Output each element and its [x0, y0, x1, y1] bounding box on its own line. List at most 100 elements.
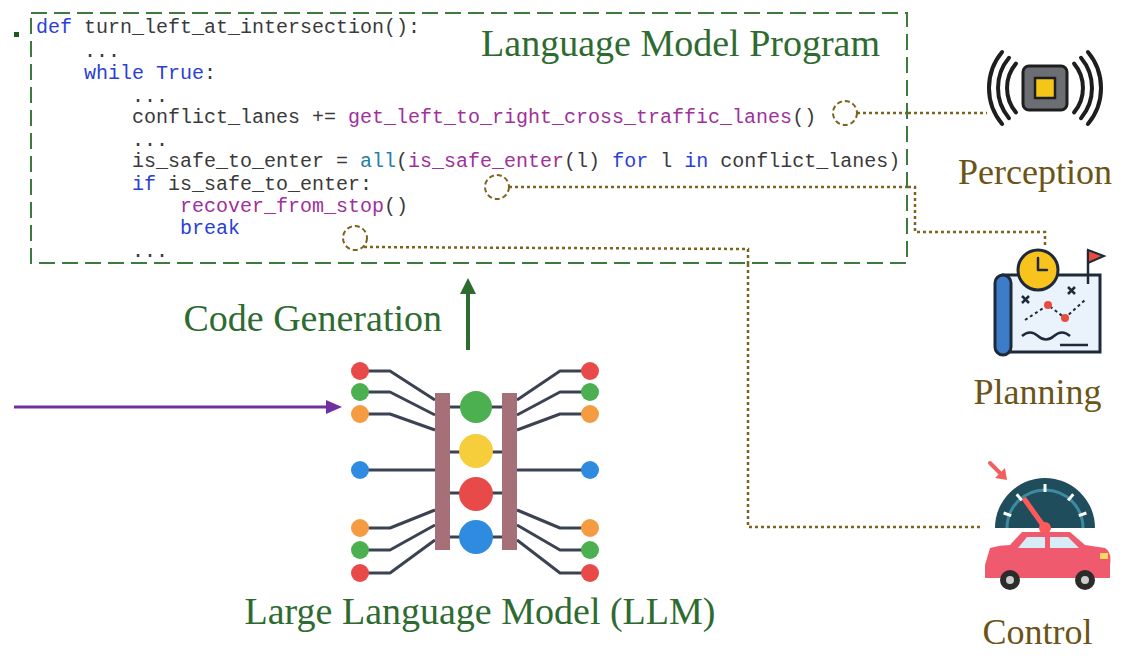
corner-mark: [14, 32, 19, 37]
code-token: recover_from_stop: [180, 195, 384, 218]
dashed-frame: [31, 13, 907, 263]
neural-network-icon: [351, 362, 599, 582]
code-token: is_safe_to_enter =: [132, 150, 360, 173]
code-token: conflict_lanes): [708, 150, 900, 173]
speedometer-icon: [995, 468, 1007, 480]
arrow-connector: [466, 294, 470, 350]
code-line: is_safe_to_enter = all(is_safe_enter(l) …: [132, 151, 900, 173]
car-icon: [1006, 576, 1014, 584]
code-token: (l): [564, 150, 612, 173]
module-block: Control: [955, 465, 1120, 655]
neural-network-icon: [351, 541, 369, 559]
car-icon: [985, 532, 1110, 578]
code-line: ...: [132, 86, 168, 108]
neural-network-icon: [517, 371, 582, 400]
planning-map-icon: [995, 250, 1104, 355]
neural-network-icon: [581, 519, 599, 537]
neural-network-icon: [517, 510, 582, 528]
planning-map-icon: [995, 275, 1011, 355]
code-line: conflict_lanes += get_left_to_right_cros…: [132, 107, 816, 129]
code-line: ...: [132, 130, 168, 152]
planning-map-icon: [1038, 258, 1047, 270]
sensor-icon: [1023, 66, 1067, 110]
neural-network-icon: [517, 392, 582, 415]
link-marker: [343, 226, 367, 250]
neural-network-icon: [351, 362, 369, 380]
edge-label: Code Generation: [183, 296, 442, 340]
neural-network-icon: [581, 383, 599, 401]
neural-network-icon: [517, 540, 582, 573]
program-box: Language Model Program def turn_left_at_i…: [30, 12, 908, 264]
neural-network-icon: [351, 519, 369, 537]
link-marker: [364, 247, 748, 264]
code-token: [144, 62, 156, 85]
code-token: l: [648, 150, 684, 173]
code-line: recover_from_stop(): [180, 196, 408, 218]
neural-network-icon: [351, 405, 369, 423]
neural-network-icon: [368, 540, 435, 573]
neural-network-icon: [581, 362, 599, 380]
code-line: ...: [132, 241, 168, 263]
module-block: Perception: [950, 28, 1120, 196]
neural-network-icon: [517, 469, 582, 472]
planning-map-icon: [1088, 250, 1104, 263]
planning-map-icon: [1022, 333, 1070, 340]
sensor-icon: [1074, 64, 1083, 113]
car-icon: [1018, 537, 1045, 548]
code-line: break: [180, 218, 240, 240]
code-line: while True:: [84, 63, 216, 85]
model-block: Large Language Model (LLM): [225, 352, 735, 637]
code-token: True: [156, 62, 204, 85]
speedometer-icon: [990, 463, 1001, 474]
neural-network-icon: [368, 510, 435, 528]
car-icon: [985, 532, 1110, 590]
car-icon: [1100, 553, 1108, 559]
neural-network-icon: [368, 371, 582, 573]
neural-network-icon: [459, 434, 493, 468]
code-token: is_safe_to_enter:: [156, 173, 372, 196]
neural-network-icon: [368, 371, 435, 400]
code-token: (): [384, 195, 408, 218]
code-token: conflict_lanes +=: [132, 106, 348, 129]
code-token: (: [396, 150, 408, 173]
code-line: def turn_left_at_intersection():: [36, 17, 420, 39]
code-token: break: [180, 217, 240, 240]
neural-network-icon: [368, 469, 435, 472]
module-label: Large Language Model (LLM): [225, 589, 735, 633]
sensor-icon: [1007, 64, 1016, 113]
neural-network-icon: [351, 461, 369, 479]
code-token: turn_left_at_intersection():: [72, 16, 420, 39]
code-token: if: [132, 173, 156, 196]
input-arrow: [14, 400, 342, 414]
neural-network-icon: [459, 520, 493, 554]
sensor-icon: [998, 58, 1009, 118]
neural-network-icon: [460, 391, 492, 423]
car-icon: [1075, 570, 1095, 590]
module-label: Perception: [950, 151, 1120, 193]
code-token: while: [84, 62, 144, 85]
speedometer-icon: [1004, 484, 1087, 516]
link-marker: [343, 101, 908, 264]
code-token: ...: [84, 40, 120, 63]
planning-map-icon: [1018, 250, 1058, 290]
code-token: for: [612, 150, 648, 173]
module-label: Planning: [955, 371, 1120, 413]
sensor-icon: [989, 52, 1101, 124]
code-token: (): [792, 106, 816, 129]
neural-network-icon: [517, 414, 582, 430]
code-token: ...: [132, 85, 168, 108]
link-marker: [857, 112, 908, 115]
code-token: ...: [132, 129, 168, 152]
program-title: Language Model Program: [481, 21, 880, 65]
input-arrow: [14, 406, 328, 409]
planning-map-icon: [1044, 301, 1052, 309]
car-icon: [1000, 570, 1020, 590]
planning-map-icon: [1025, 300, 1085, 320]
code-token: in: [684, 150, 708, 173]
neural-network-icon: [581, 405, 599, 423]
neural-network-icon: [502, 393, 517, 550]
speedometer-icon: [990, 463, 1095, 534]
sensor-icon: [989, 52, 1002, 124]
